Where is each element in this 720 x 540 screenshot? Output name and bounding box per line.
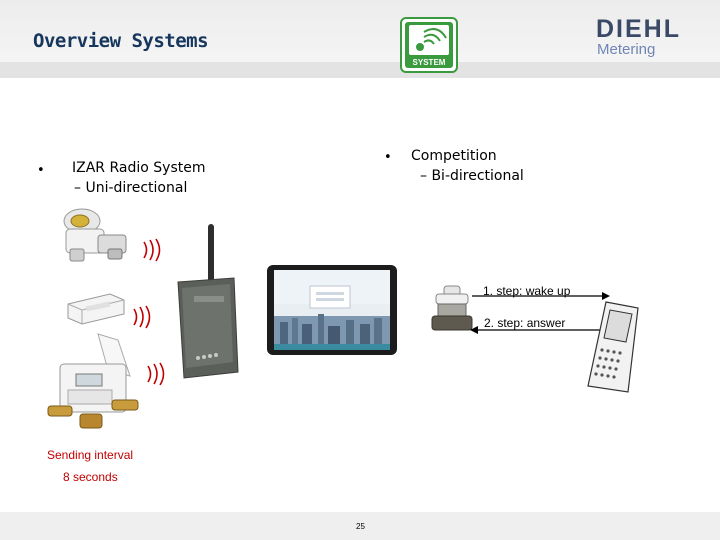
system-logo-label: SYSTEM: [413, 58, 446, 67]
step1-label: 1. step: wake up: [483, 284, 571, 298]
heat-meter-icon: [47, 333, 139, 429]
page-title: Overview Systems: [33, 30, 209, 52]
step2-label: 2. step: answer: [484, 316, 566, 330]
radio-wave-icon: [143, 238, 161, 262]
gateway-device-icon: [177, 224, 239, 379]
handheld-reader-icon: [587, 301, 639, 393]
tablet-software-icon: [267, 265, 397, 355]
communication-arrows: [470, 292, 610, 334]
left-heading: IZAR Radio System: [72, 160, 206, 176]
system-logo-icon: SYSTEM: [400, 17, 458, 73]
bullet-right: •: [384, 150, 392, 165]
meter-module-icon: [431, 285, 473, 331]
header-rule: [0, 62, 720, 78]
water-meter-icon: [63, 208, 127, 262]
brand-name: DIEHL: [596, 15, 681, 43]
right-sub-item: – Bi-directional: [420, 168, 524, 184]
bullet-left: •: [37, 163, 45, 178]
meter-module-icon: [67, 293, 125, 325]
footer-band: [0, 512, 720, 540]
page-number: 25: [356, 522, 365, 531]
right-heading: Competition: [411, 148, 497, 164]
sending-interval-value: 8 seconds: [63, 470, 118, 484]
brand-sub: Metering: [597, 41, 656, 58]
left-sub-item: – Uni-directional: [74, 180, 188, 196]
radio-wave-icon: [147, 362, 165, 386]
radio-wave-icon: [133, 305, 151, 329]
sending-interval-label: Sending interval: [47, 448, 134, 462]
